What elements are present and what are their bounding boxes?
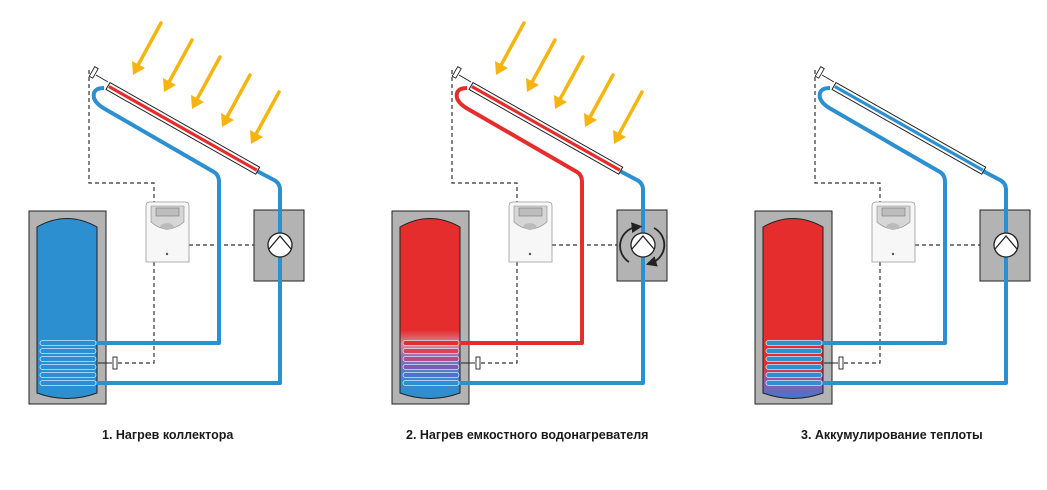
controller-button: [160, 223, 174, 230]
coil-loop: [39, 356, 97, 362]
tank-temperature-sensor: [112, 356, 118, 370]
supply-pipe: [766, 86, 947, 345]
panel-tank-heating: [391, 21, 668, 405]
sun-ray-shaft: [498, 21, 526, 69]
coil-loop: [765, 372, 823, 378]
collector-absorber-pipe: [471, 85, 621, 172]
sun-ray-shaft: [166, 38, 194, 86]
coil-loop: [39, 364, 97, 370]
controller-button: [886, 223, 900, 230]
coil-loop: [402, 340, 460, 346]
sun-ray-arrowhead-icon: [584, 113, 597, 127]
coil-loop: [402, 364, 460, 370]
coil-loop: [39, 380, 97, 386]
tank-sensor-wire: [843, 262, 881, 364]
coil-loop: [765, 364, 823, 370]
controller-display: [155, 207, 180, 217]
controller: [508, 201, 553, 263]
controller-display: [881, 207, 906, 217]
collector-temperature-sensor: [88, 66, 99, 79]
pump-icon: [993, 232, 1019, 258]
solar-collector: [831, 81, 987, 175]
sun-ray-arrowhead-icon: [613, 130, 626, 144]
pump-direction-chevron: [268, 234, 292, 250]
sun-ray-arrowhead-icon: [250, 130, 263, 144]
rotation-arrow-icon: [619, 222, 643, 263]
sun-ray-shaft: [253, 90, 281, 138]
sun-ray-arrowhead-icon: [221, 113, 234, 127]
collector-sensor-wire: [88, 70, 155, 202]
tank-temperature-sensor: [838, 356, 844, 370]
tank-sensor-wire: [480, 262, 518, 364]
collector-absorber-pipe: [834, 85, 984, 172]
sun-ray-arrowhead-icon: [163, 78, 176, 92]
caption-stage-1: 1. Нагрев коллектора: [102, 428, 234, 442]
collector-sensor-lead: [821, 74, 835, 83]
coil-loop: [402, 356, 460, 362]
sun-ray-arrowhead-icon: [554, 95, 567, 109]
controller-button: [523, 223, 537, 230]
supply-pipe: [40, 86, 221, 345]
return-pipe: [40, 168, 282, 385]
solar-collector: [468, 81, 624, 175]
sun-ray-arrowhead-icon: [132, 61, 145, 75]
solar-collector: [105, 81, 261, 175]
coil-loop: [39, 340, 97, 346]
storage-tank-water: [762, 218, 824, 399]
pump-icon: [267, 232, 293, 258]
tank-sensor-wire: [117, 262, 155, 364]
pump-direction-chevron: [994, 234, 1018, 250]
coil-loop: [765, 380, 823, 386]
return-pipe: [766, 168, 1008, 385]
coil-loop: [402, 348, 460, 354]
sun-ray-shaft: [587, 73, 615, 121]
sun-ray-shaft: [224, 73, 252, 121]
sun-ray-shaft: [194, 55, 222, 103]
sun-ray-shaft: [135, 21, 163, 69]
collector-sensor-wire: [451, 70, 518, 202]
collector-sensor-wire: [814, 70, 881, 202]
pump-direction-chevron: [631, 234, 655, 250]
coil-loop: [402, 380, 460, 386]
tank-temperature-sensor: [475, 356, 481, 370]
controller-led: [891, 252, 895, 256]
sun-ray-shaft: [616, 90, 644, 138]
caption-stage-3: 3. Аккумулирование теплоты: [801, 428, 983, 442]
controller-display: [518, 207, 543, 217]
controller: [145, 201, 190, 263]
controller-led: [165, 252, 169, 256]
panel-collector-heating: [28, 21, 305, 405]
sun-ray-arrowhead-icon: [526, 78, 539, 92]
collector-temperature-sensor: [451, 66, 462, 79]
storage-tank-water: [399, 218, 461, 399]
coil-loop: [765, 348, 823, 354]
coil-loop: [39, 372, 97, 378]
coil-loop: [402, 372, 460, 378]
coil-loop: [39, 348, 97, 354]
caption-stage-2: 2. Нагрев емкостного водонагревателя: [406, 428, 649, 442]
return-pipe: [403, 168, 645, 385]
panel-heat-storage: [754, 66, 1031, 405]
collector-temperature-sensor: [814, 66, 825, 79]
collector-sensor-lead: [458, 74, 472, 83]
rotation-arrow-icon: [645, 227, 666, 267]
collector-sensor-lead: [95, 74, 109, 83]
supply-pipe: [403, 86, 584, 345]
pump-icon: [630, 232, 656, 258]
sun-ray-arrowhead-icon: [495, 61, 508, 75]
sun-ray-shaft: [529, 38, 557, 86]
storage-tank-water: [36, 218, 98, 399]
coil-loop: [765, 356, 823, 362]
sun-ray-arrowhead-icon: [191, 95, 204, 109]
coil-loop: [765, 340, 823, 346]
sun-ray-shaft: [557, 55, 585, 103]
controller-led: [528, 252, 532, 256]
collector-absorber-pipe: [108, 85, 258, 172]
controller: [871, 201, 916, 263]
